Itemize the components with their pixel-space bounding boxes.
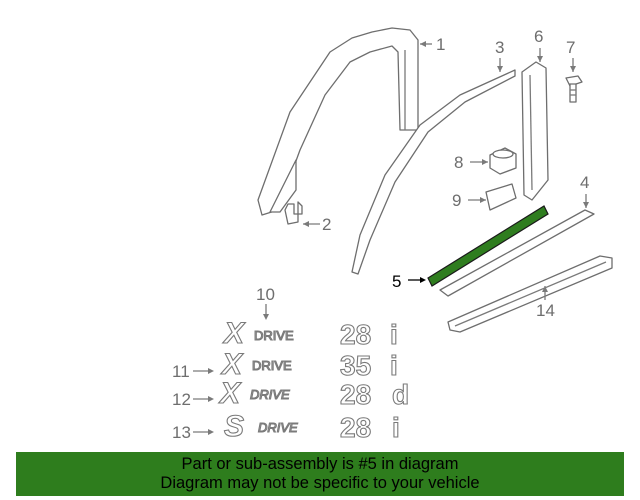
svg-text:6: 6	[534, 27, 543, 46]
part-3-window-seal	[351, 69, 516, 275]
callout-5: 5	[392, 272, 426, 291]
part-1-door-frame	[257, 27, 419, 216]
svg-text:DRIVE: DRIVE	[252, 358, 292, 373]
part-6-pillar-trim	[521, 61, 549, 201]
svg-text:10: 10	[256, 285, 275, 304]
badge-xdrive-35i: X DRIVE 35 i	[219, 347, 398, 381]
svg-text:S: S	[224, 410, 244, 443]
svg-text:12: 12	[172, 390, 191, 409]
callout-9: 9	[452, 191, 486, 210]
svg-text:14: 14	[536, 301, 555, 320]
svg-text:X: X	[222, 317, 246, 350]
part-2-clip	[284, 201, 303, 225]
banner-line-1: Part or sub-assembly is #5 in diagram	[181, 455, 459, 473]
badge-sdrive-28i: S DRIVE 28 i	[223, 409, 400, 443]
svg-text:5: 5	[392, 272, 401, 291]
callout-1: 1	[420, 35, 445, 54]
part-8-grommet	[489, 147, 517, 175]
svg-text:i: i	[390, 350, 398, 381]
part-4-lower-seal	[439, 209, 595, 297]
badge-xdrive-28i: X DRIVE 28 i	[221, 316, 398, 350]
svg-text:28: 28	[340, 412, 371, 443]
svg-text:2: 2	[322, 215, 331, 234]
callout-4: 4	[580, 173, 589, 208]
callout-2: 2	[303, 215, 331, 234]
svg-text:11: 11	[172, 362, 190, 381]
svg-text:X: X	[218, 377, 242, 410]
svg-text:3: 3	[495, 38, 504, 57]
callout-6: 6	[534, 27, 543, 62]
svg-text:1: 1	[436, 35, 445, 54]
part-14-sill-trim	[447, 255, 613, 333]
svg-text:X: X	[220, 348, 244, 381]
parts-diagram: 1 2 3 6 7	[172, 27, 613, 444]
svg-text:28: 28	[340, 319, 371, 350]
svg-text:i: i	[390, 319, 398, 350]
callout-3: 3	[495, 38, 504, 72]
svg-text:9: 9	[452, 191, 461, 210]
callout-10: 10	[256, 285, 275, 320]
part-5-seal-strip-highlighted	[427, 205, 549, 287]
part-7-screw	[565, 75, 583, 103]
badge-xdrive-28d: X DRIVE 28 d	[217, 376, 409, 410]
callout-8: 8	[454, 153, 488, 172]
svg-text:i: i	[392, 412, 400, 443]
svg-text:4: 4	[580, 173, 589, 192]
notice-banner: Part or sub-assembly is #5 in diagram Di…	[16, 452, 624, 496]
callout-12: 12	[172, 390, 214, 409]
callout-13: 13	[172, 423, 214, 442]
callout-14: 14	[536, 286, 555, 320]
svg-text:d: d	[392, 379, 409, 410]
callout-7: 7	[566, 38, 576, 72]
part-9-bracket	[485, 183, 517, 211]
svg-text:DRIVE: DRIVE	[258, 420, 298, 435]
banner-line-2: Diagram may not be specific to your vehi…	[160, 474, 480, 492]
svg-text:7: 7	[566, 38, 575, 57]
callout-11: 11	[172, 362, 214, 381]
svg-text:DRIVE: DRIVE	[254, 328, 294, 343]
svg-text:28: 28	[340, 379, 371, 410]
svg-text:13: 13	[172, 423, 191, 442]
svg-text:8: 8	[454, 153, 463, 172]
svg-text:35: 35	[340, 350, 371, 381]
svg-text:DRIVE: DRIVE	[250, 387, 290, 402]
